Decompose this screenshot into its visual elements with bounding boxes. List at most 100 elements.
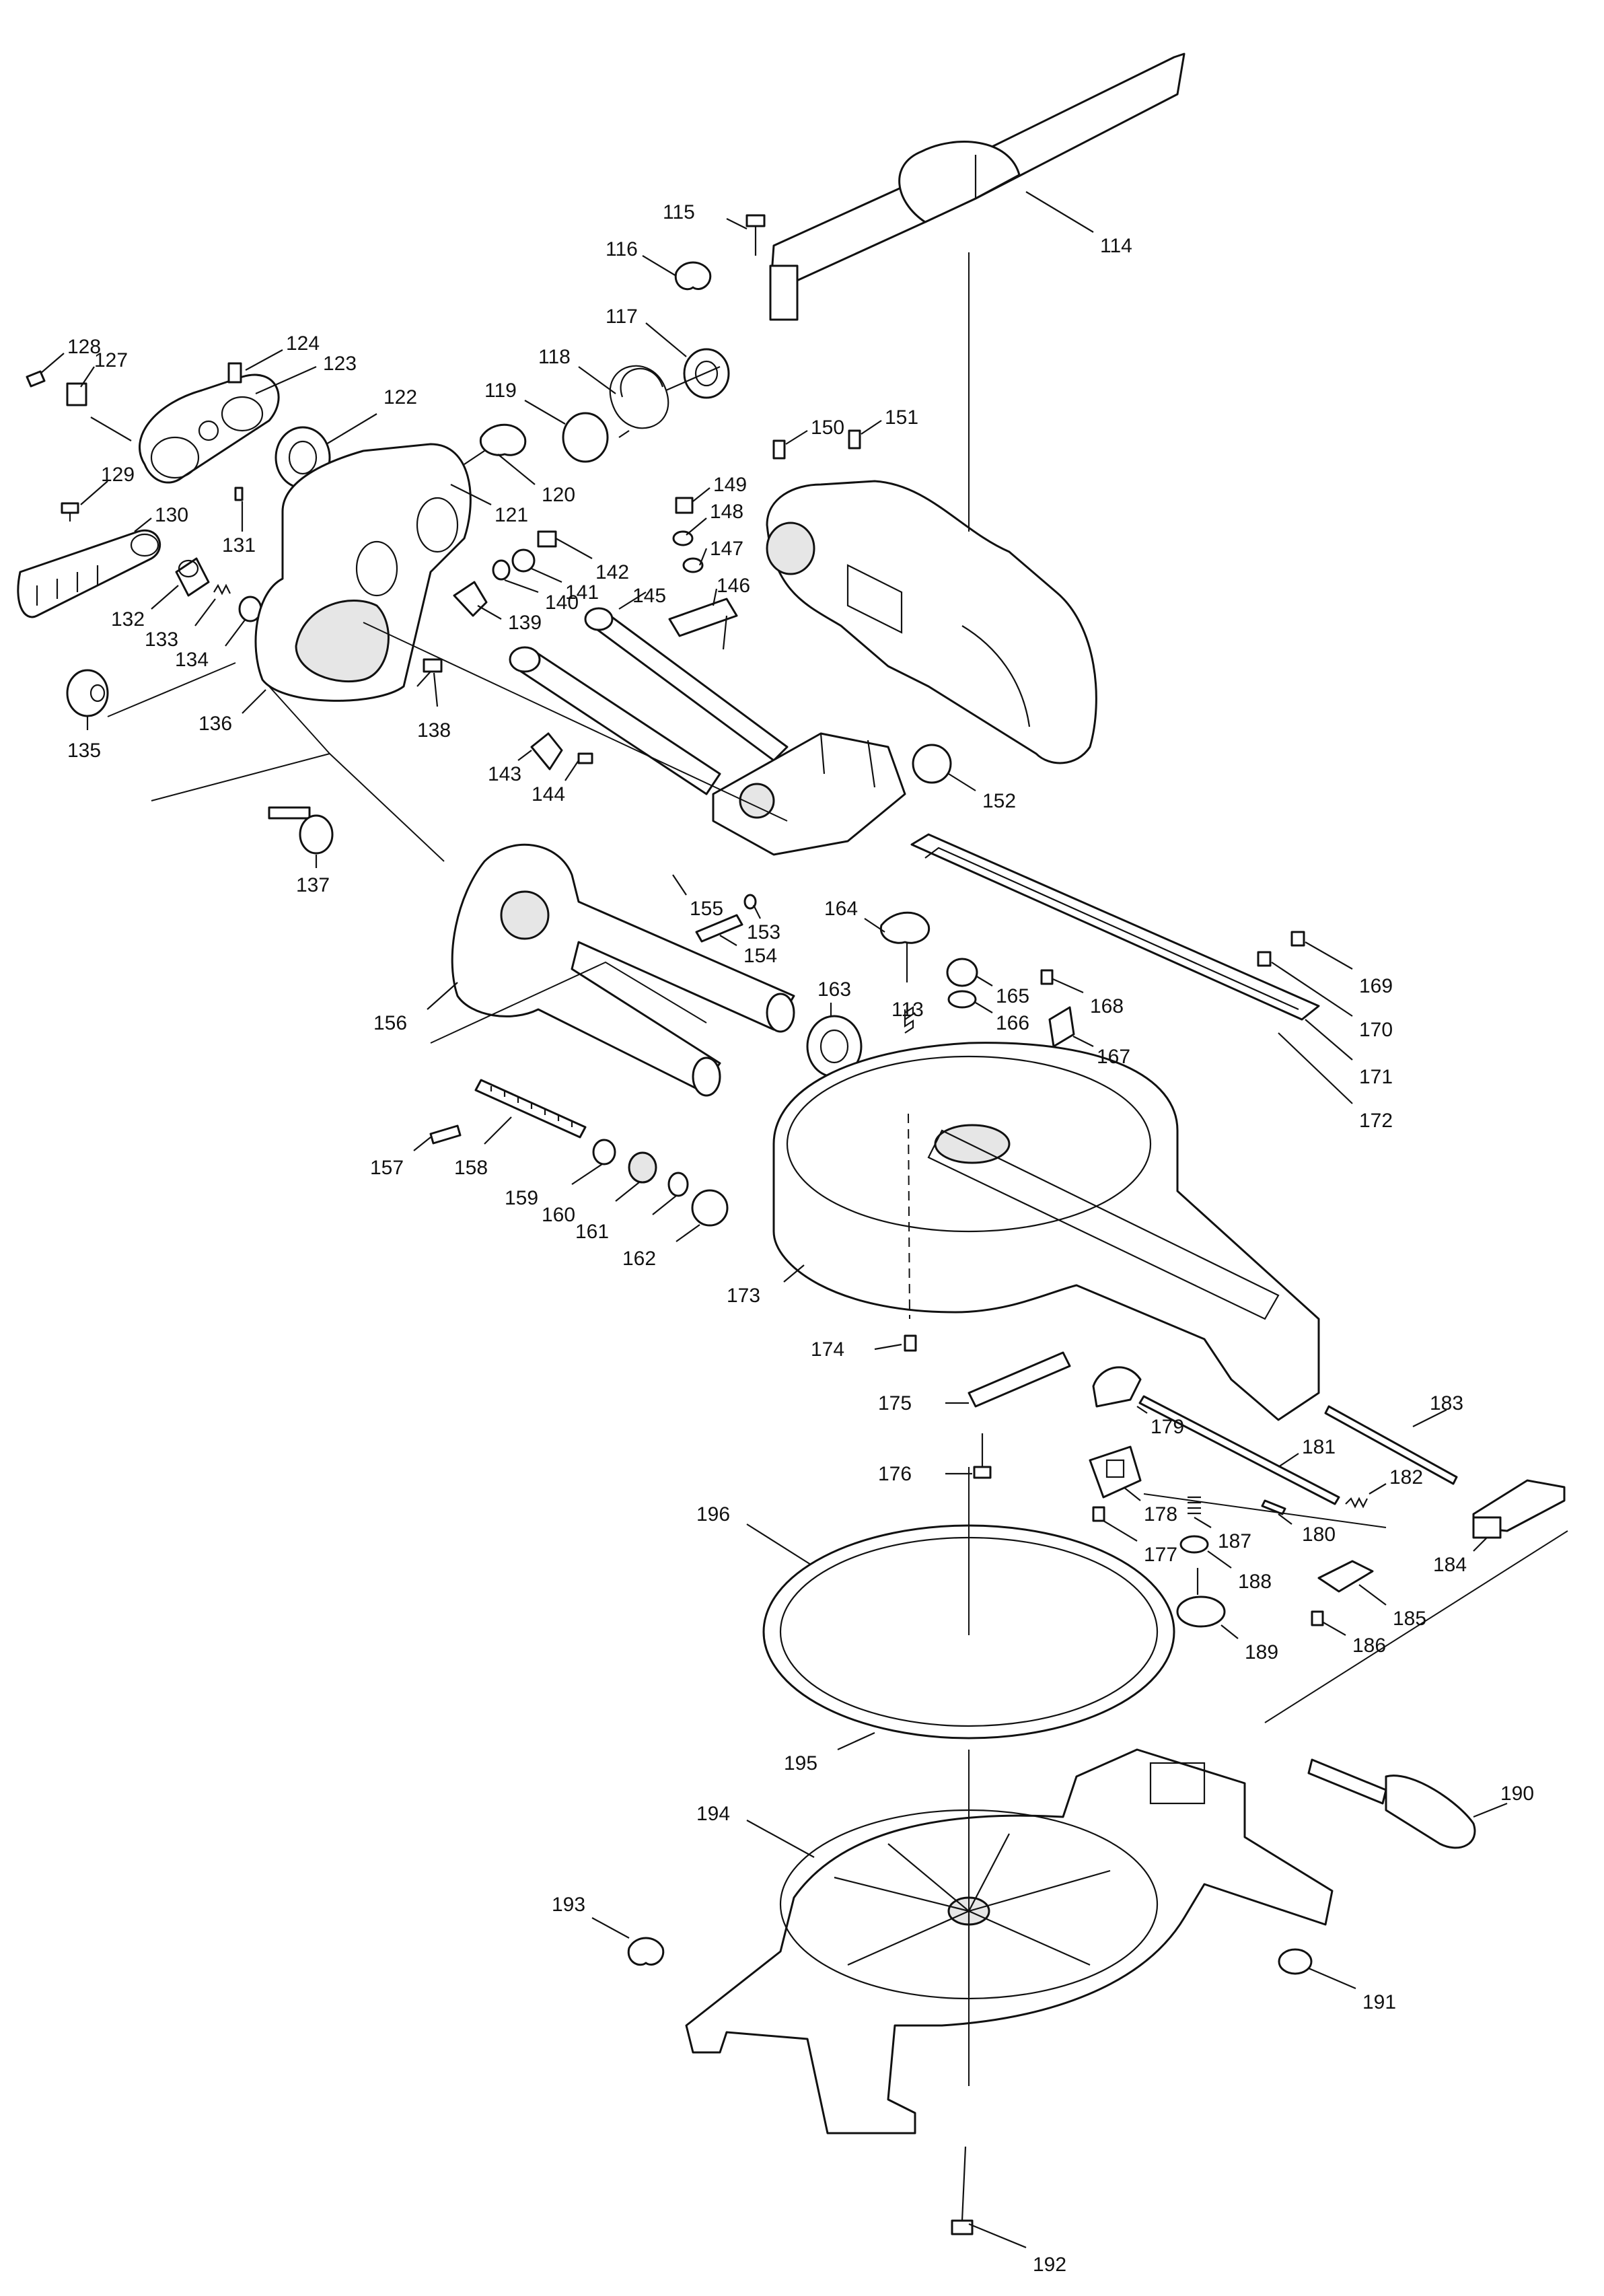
part-139-plate xyxy=(453,581,488,617)
callout-118: 118 xyxy=(538,346,571,368)
part-133-spring xyxy=(213,583,231,596)
part-152-knob xyxy=(912,744,952,784)
callout-135: 135 xyxy=(67,740,101,762)
part-166-washer xyxy=(947,990,977,1009)
part-132-collar xyxy=(175,557,210,597)
callout-193: 193 xyxy=(552,1894,585,1916)
part-136-arm-holder xyxy=(254,443,472,702)
callout-191: 191 xyxy=(1362,1991,1396,2013)
callout-123: 123 xyxy=(323,353,357,375)
callout-190: 190 xyxy=(1500,1783,1534,1805)
callout-140: 140 xyxy=(545,591,579,614)
part-135-collar xyxy=(66,669,109,717)
callout-171: 171 xyxy=(1359,1066,1393,1088)
callout-168: 168 xyxy=(1090,995,1124,1017)
part-117-collar xyxy=(683,348,730,399)
callout-136: 136 xyxy=(198,713,232,735)
part-192-bolt xyxy=(951,2146,974,2235)
part-116-wing-bolt xyxy=(674,261,712,291)
callout-180: 180 xyxy=(1302,1523,1336,1546)
part-130-handle xyxy=(17,529,161,618)
part-128-screw xyxy=(26,370,46,388)
callout-174: 174 xyxy=(811,1338,844,1361)
callout-127: 127 xyxy=(94,349,128,371)
callout-146: 146 xyxy=(717,575,750,597)
callout-145: 145 xyxy=(632,585,666,607)
callout-114: 114 xyxy=(1100,235,1132,257)
part-180-pin xyxy=(1261,1499,1286,1515)
callout-163: 163 xyxy=(817,978,851,1001)
callout-124: 124 xyxy=(286,332,320,355)
callout-181: 181 xyxy=(1302,1436,1336,1458)
callout-178: 178 xyxy=(1144,1503,1177,1526)
callout-177: 177 xyxy=(1144,1544,1177,1566)
callout-150: 150 xyxy=(811,417,844,439)
part-118-spring xyxy=(609,365,721,438)
part-120-knob-bolt xyxy=(464,423,527,465)
callout-133: 133 xyxy=(145,629,178,651)
callout-139: 139 xyxy=(508,612,542,634)
callout-194: 194 xyxy=(696,1803,730,1825)
callout-169: 169 xyxy=(1359,975,1393,997)
part-182-spring xyxy=(1345,1497,1368,1509)
part-155-rod xyxy=(509,646,721,795)
assembly-lines xyxy=(107,252,1568,2086)
part-160-lock-washer xyxy=(628,1151,657,1184)
callout-137: 137 xyxy=(296,874,330,896)
callout-196: 196 xyxy=(696,1503,730,1526)
callout-120: 120 xyxy=(542,484,575,506)
part-144-screw xyxy=(577,752,593,764)
callout-158: 158 xyxy=(454,1157,488,1179)
callout-144: 144 xyxy=(532,783,565,805)
part-167-plate xyxy=(1048,1006,1075,1048)
callout-175: 175 xyxy=(878,1392,912,1414)
callout-129: 129 xyxy=(101,464,135,486)
callout-148: 148 xyxy=(710,501,743,523)
gear-housing xyxy=(766,480,1097,764)
callout-117: 117 xyxy=(606,306,638,328)
part-141-nut xyxy=(511,548,536,573)
callout-179: 179 xyxy=(1151,1416,1184,1438)
part-189-foot xyxy=(1176,1568,1226,1628)
part-146-stopper xyxy=(668,598,738,650)
callout-188: 188 xyxy=(1238,1571,1272,1593)
part-153-ring xyxy=(743,894,757,910)
part-129-screw xyxy=(61,502,79,522)
callout-172: 172 xyxy=(1359,1110,1393,1132)
part-127-clip xyxy=(66,382,87,406)
part-179-bracket xyxy=(1092,1366,1142,1408)
callout-119: 119 xyxy=(484,380,517,402)
part-115-screw xyxy=(745,214,766,256)
callout-116: 116 xyxy=(606,238,638,260)
callout-113: 113 xyxy=(891,999,924,1021)
part-181-rod xyxy=(1138,1395,1340,1505)
part-119-collar xyxy=(562,412,609,463)
callout-187: 187 xyxy=(1218,1530,1251,1552)
part-194-base xyxy=(685,1748,1334,2134)
part-138-screw xyxy=(416,658,443,687)
callout-131: 131 xyxy=(222,534,256,557)
part-151-screw xyxy=(848,429,861,450)
part-175-plate xyxy=(968,1351,1071,1408)
part-164-knob-bolt xyxy=(879,911,931,982)
part-149-screw xyxy=(675,497,694,514)
part-143-plate xyxy=(530,732,563,770)
part-185-plate xyxy=(1317,1560,1374,1593)
callout-151: 151 xyxy=(885,406,918,429)
callout-176: 176 xyxy=(878,1463,912,1485)
part-150-screw xyxy=(772,439,786,460)
part-193-wing-bolt xyxy=(627,1937,665,1966)
callout-141: 141 xyxy=(565,581,599,604)
callout-134: 134 xyxy=(175,649,209,671)
part-147-ring xyxy=(682,557,704,573)
part-191-foot xyxy=(1278,1948,1313,1975)
callout-154: 154 xyxy=(743,945,777,967)
callout-143: 143 xyxy=(488,763,521,785)
callout-labels: 115 114 116 117 118 119 120 121 122 123 … xyxy=(40,191,1534,2276)
part-131-pin xyxy=(234,487,244,501)
callout-122: 122 xyxy=(384,386,417,408)
part-173-turn-base xyxy=(772,1042,1320,1421)
part-162-nut xyxy=(691,1189,729,1227)
callout-184: 184 xyxy=(1433,1554,1467,1576)
part-178-bracket xyxy=(1089,1445,1142,1499)
